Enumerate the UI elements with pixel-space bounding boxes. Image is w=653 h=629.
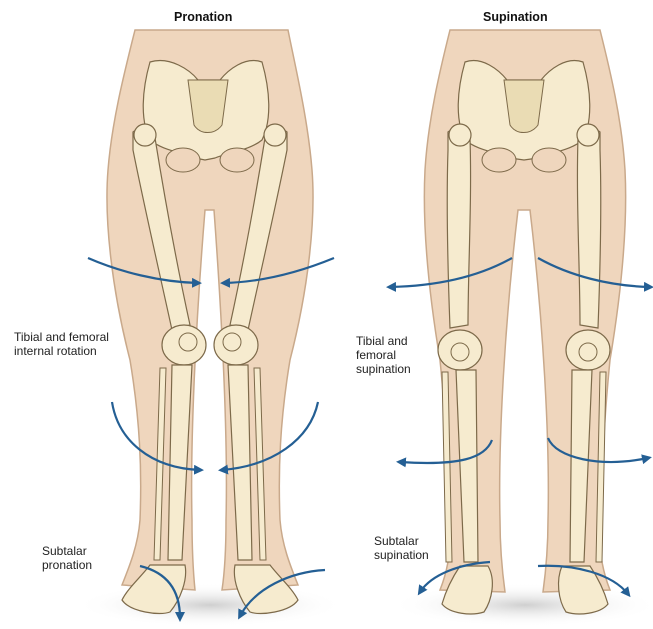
femoral-head-left	[134, 124, 156, 146]
supination-figure	[390, 30, 653, 627]
patella-right	[223, 333, 241, 351]
floor-shadow	[390, 583, 653, 627]
obturator-right	[532, 148, 566, 172]
floor-shadow	[75, 583, 345, 627]
label-subtalar-supination: Subtalar supination	[374, 534, 429, 562]
femoral-head-right	[264, 124, 286, 146]
femoral-head-left	[449, 124, 471, 146]
sacrum	[188, 80, 228, 133]
label-tibial-femoral-internal-rotation: Tibial and femoral internal rotation	[14, 330, 109, 358]
label-subtalar-pronation: Subtalar pronation	[42, 544, 92, 572]
obturator-left	[482, 148, 516, 172]
pronation-figure	[75, 30, 345, 627]
patella-left	[179, 333, 197, 351]
femur-right	[577, 129, 600, 328]
femoral-head-right	[577, 124, 599, 146]
obturator-left	[166, 148, 200, 172]
label-tibial-femoral-supination: Tibial and femoral supination	[356, 334, 411, 376]
obturator-right	[220, 148, 254, 172]
sacrum	[504, 80, 544, 133]
panel-title-pronation: Pronation	[174, 10, 232, 24]
patella-right	[579, 343, 597, 361]
patella-left	[451, 343, 469, 361]
femur-left	[447, 129, 470, 328]
panel-title-supination: Supination	[483, 10, 548, 24]
